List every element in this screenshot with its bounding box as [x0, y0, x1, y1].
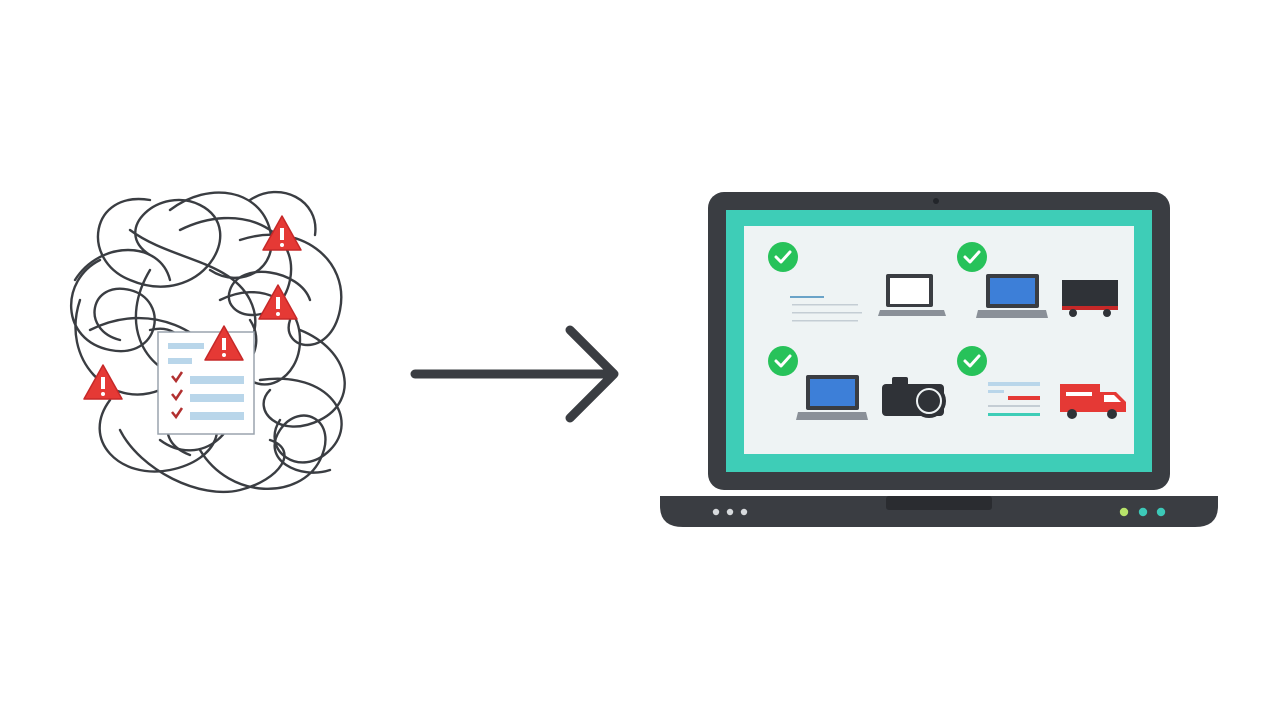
- text-lines: [790, 296, 862, 322]
- delivery-truck-icon: [1060, 384, 1126, 419]
- arrow-right-icon: [410, 325, 619, 423]
- laptop-notch: [886, 496, 992, 510]
- check-mark-icon: [171, 389, 244, 402]
- laptop-icon: [796, 375, 868, 420]
- status-dots: [712, 508, 748, 516]
- warning-icon: [262, 215, 302, 251]
- check-mark-icon: [171, 371, 244, 384]
- check-circle-icon: [768, 346, 798, 376]
- camera-icon: [882, 377, 946, 418]
- warning-icon: [204, 325, 244, 361]
- laptop-icon: [976, 274, 1048, 318]
- indicator-lights: [1119, 507, 1166, 517]
- laptop-icon: [878, 274, 946, 316]
- warning-icon: [258, 284, 298, 320]
- form-lines: [988, 382, 1040, 416]
- laptop-illustration: [660, 192, 1218, 527]
- check-circle-icon: [768, 242, 798, 272]
- warning-icon: [83, 364, 123, 400]
- laptop-base: [660, 496, 1218, 527]
- check-circle-icon: [957, 242, 987, 272]
- check-circle-icon: [957, 346, 987, 376]
- webcam-icon: [933, 198, 939, 204]
- check-mark-icon: [171, 407, 244, 420]
- truck-icon: [1062, 280, 1118, 317]
- checklist-document: [157, 331, 255, 435]
